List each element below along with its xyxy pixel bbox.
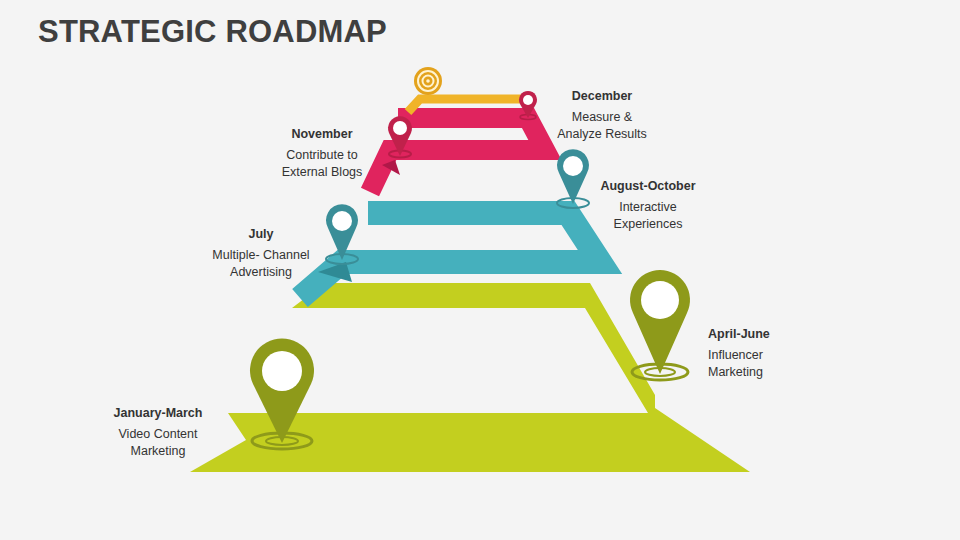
milestone: DecemberMeasure & Analyze Results (552, 88, 652, 143)
milestone-activity: Contribute to External Blogs (274, 147, 370, 181)
milestone-period: July (201, 226, 321, 243)
milestone: NovemberContribute to External Blogs (274, 126, 370, 181)
milestone-activity: Multiple- Channel Advertising (201, 247, 321, 281)
milestone-activity: Influencer Marketing (708, 347, 788, 381)
milestone-activity: Measure & Analyze Results (552, 109, 652, 143)
road-segment (408, 99, 522, 112)
location-pin (388, 116, 412, 157)
milestone-period: December (552, 88, 652, 105)
road-fold (318, 262, 352, 282)
milestone: JulyMultiple- Channel Advertising (201, 226, 321, 281)
road-fold (382, 160, 400, 175)
milestone: August-OctoberInteractive Experiences (598, 178, 698, 233)
location-pin (326, 204, 358, 264)
milestone: April-JuneInfluencer Marketing (708, 326, 788, 381)
milestone-period: August-October (598, 178, 698, 195)
location-pin (557, 149, 589, 208)
goal-target (414, 67, 442, 95)
milestone-activity: Video Content Marketing (110, 426, 206, 460)
location-pin (250, 338, 314, 449)
milestone-period: November (274, 126, 370, 143)
location-pin (630, 270, 690, 380)
milestone-activity: Interactive Experiences (598, 199, 698, 233)
milestone: January-MarchVideo Content Marketing (110, 405, 206, 460)
road-segment (370, 118, 545, 192)
milestone-period: April-June (708, 326, 788, 343)
milestone-period: January-March (110, 405, 206, 422)
location-pin (519, 91, 537, 120)
page-title: STRATEGIC ROADMAP (38, 14, 387, 50)
